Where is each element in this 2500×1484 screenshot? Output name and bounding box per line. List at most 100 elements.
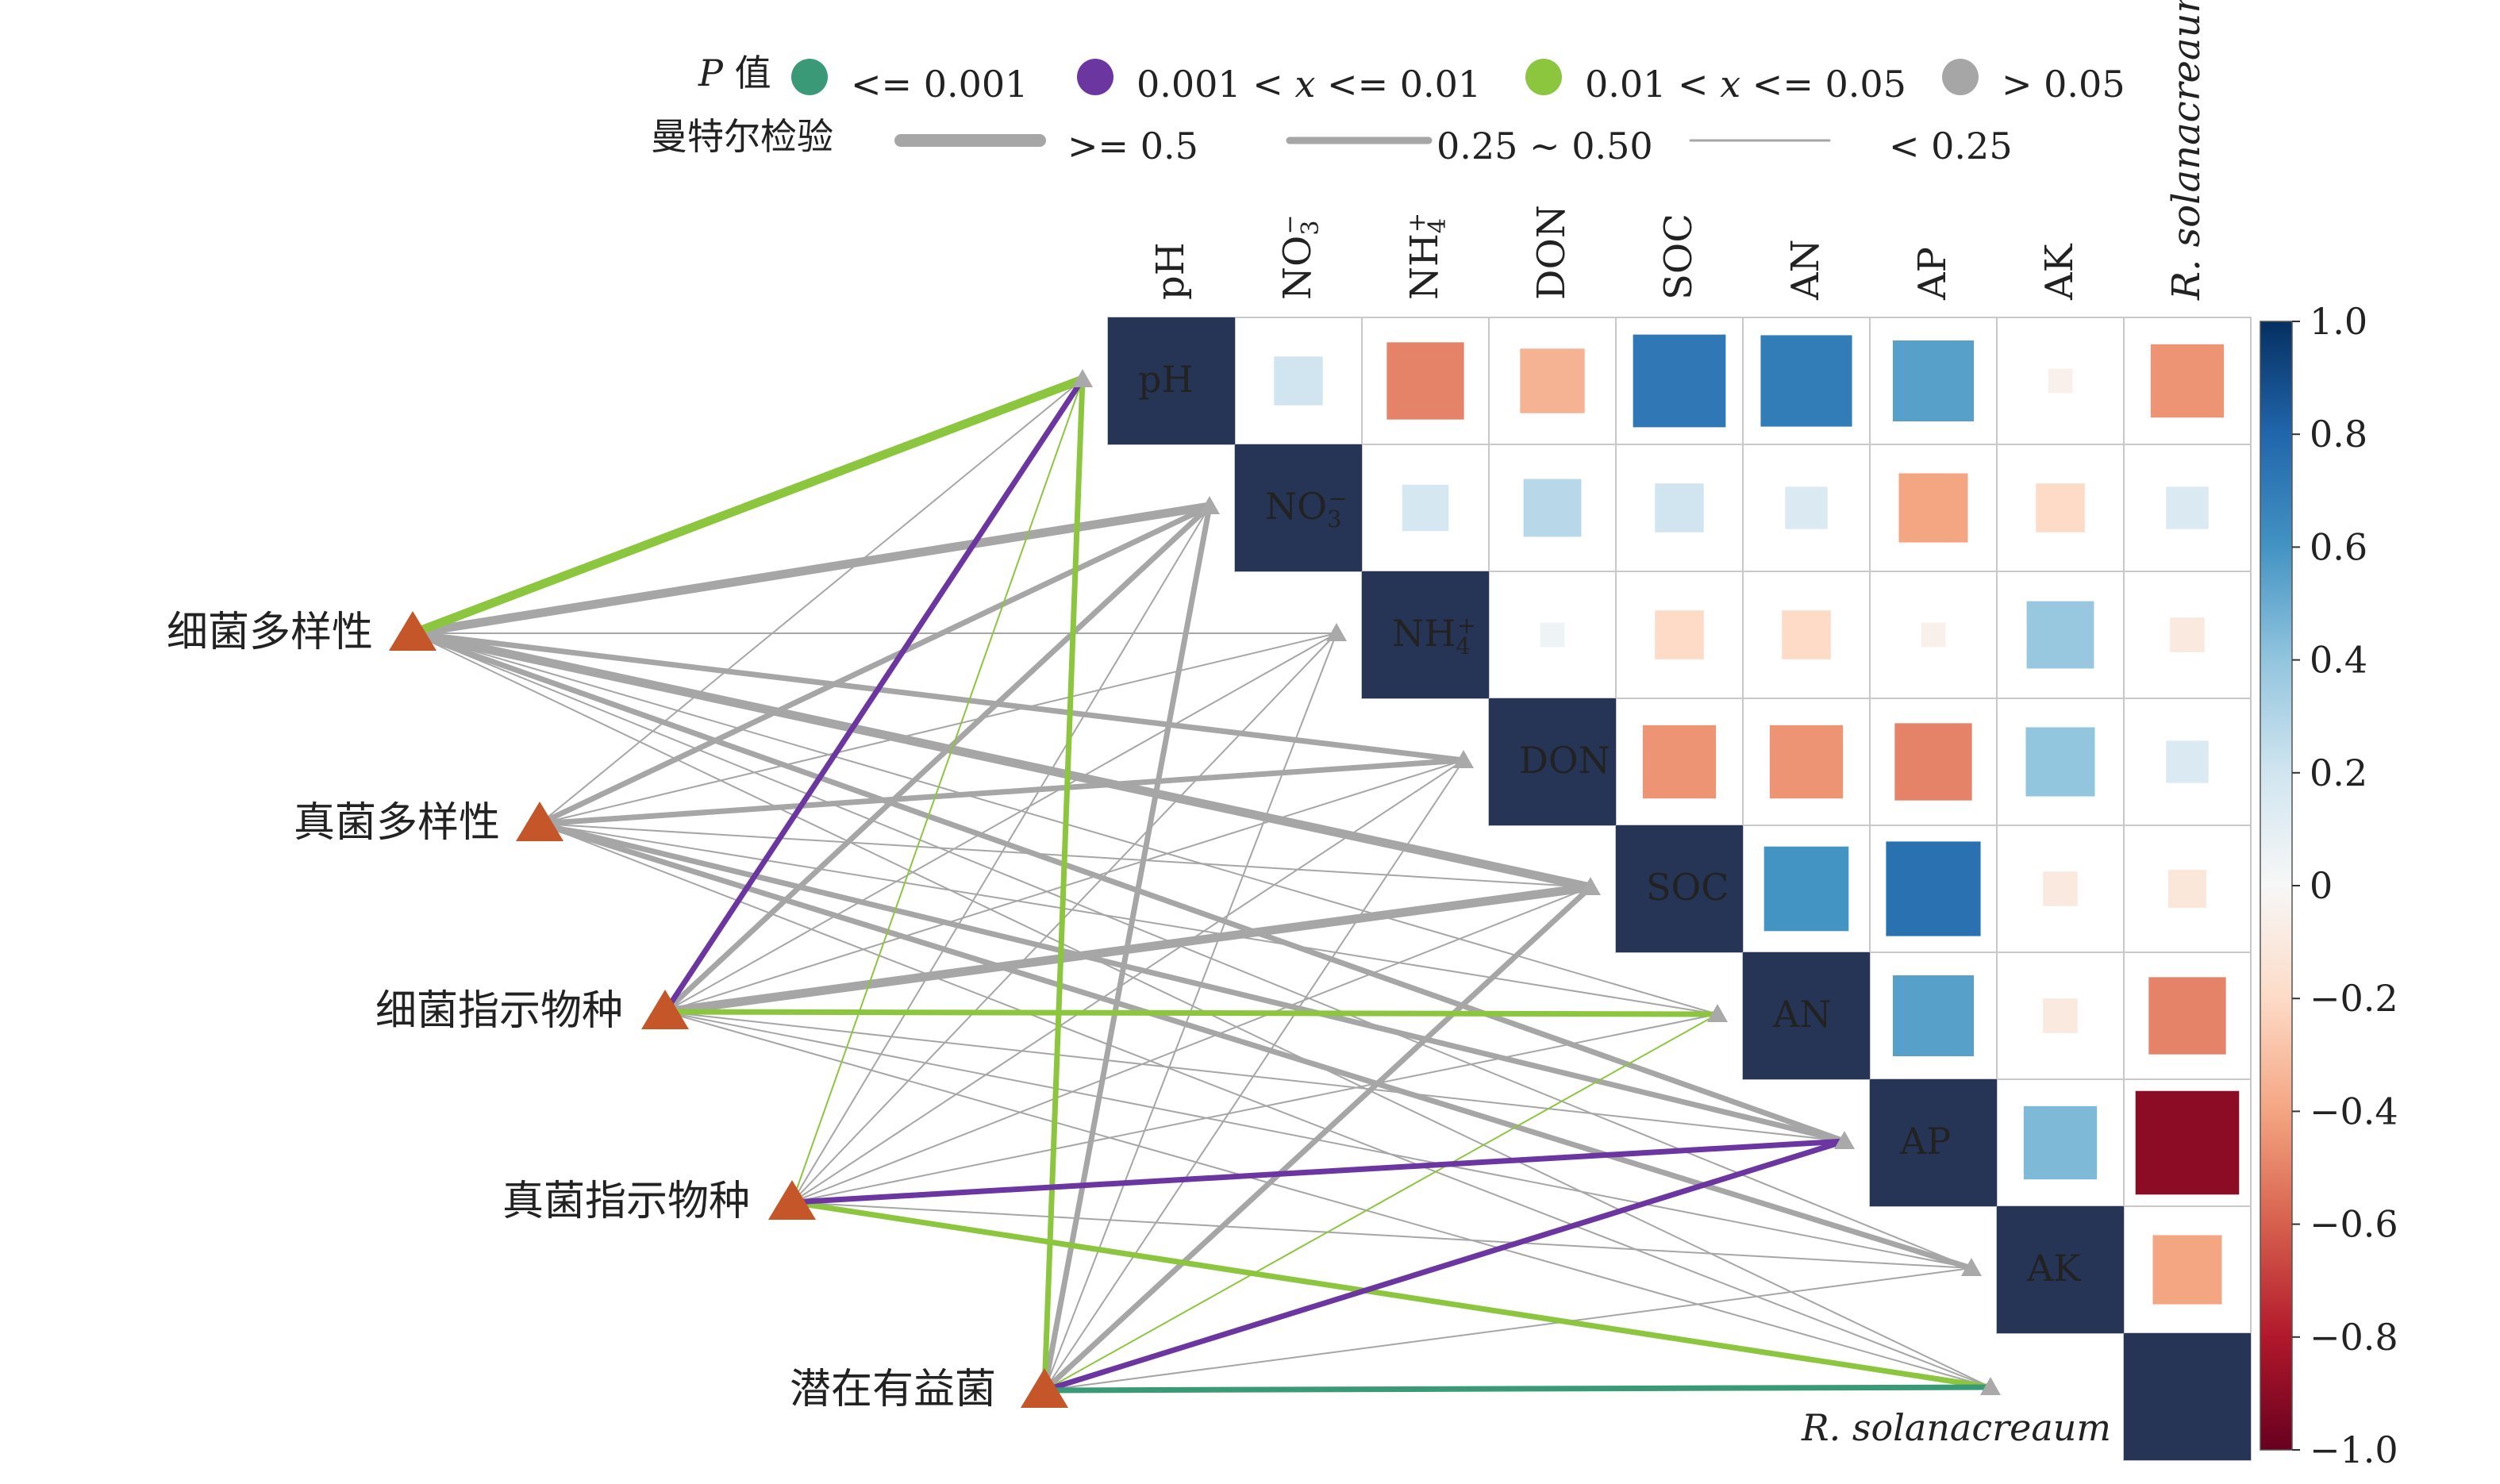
heatmap-cell xyxy=(1782,610,1831,659)
mantel-link xyxy=(664,1011,1991,1388)
group-triangle-0 xyxy=(389,611,437,651)
variable-node-marker xyxy=(1980,1377,2001,1395)
group-label-1: 真菌多样性 xyxy=(294,799,500,847)
heatmap-diagonal-cell xyxy=(2124,1333,2251,1460)
heatmap-cell xyxy=(1898,473,1968,543)
colorbar-tick-label: −1.0 xyxy=(2310,1428,2398,1471)
colorbar-tick-label: 0.4 xyxy=(2310,639,2367,682)
heatmap-cell xyxy=(2170,617,2205,652)
mantel-link xyxy=(791,506,1210,1203)
colorbar-tick-label: −0.4 xyxy=(2310,1090,2398,1132)
group-label-2: 细菌指示物种 xyxy=(375,987,623,1035)
heatmap-cell xyxy=(2152,1235,2222,1305)
colorbar-tick-label: −0.2 xyxy=(2310,977,2398,1020)
mantel-link xyxy=(1044,1013,1718,1391)
heatmap-cell xyxy=(1760,335,1852,427)
mantel-link xyxy=(664,1011,1845,1142)
heatmap-diagonal-cell xyxy=(1235,444,1362,571)
heatmap-cell xyxy=(1523,479,1582,537)
colorbar-tick-label: 0.6 xyxy=(2310,525,2367,568)
heatmap-cell xyxy=(1520,348,1585,413)
mantel-links xyxy=(408,375,1994,1394)
p-legend-label-3: > 0.05 xyxy=(2002,63,2125,106)
heatmap-diagonal-cell xyxy=(1108,317,1235,444)
mantel-link xyxy=(1041,1384,1994,1394)
mantel-link xyxy=(791,379,1083,1203)
group-label-0: 细菌多样性 xyxy=(167,609,373,656)
heatmap-cell xyxy=(2150,344,2225,418)
heatmap-cell xyxy=(2048,368,2073,394)
mantel-link xyxy=(662,503,1213,1015)
mantel-link xyxy=(791,886,1591,1203)
heatmap-diagonal-cell xyxy=(1489,698,1616,825)
mantel-legend-label-1: 0.25 ~ 0.50 xyxy=(1437,125,1653,167)
mantel-link xyxy=(1041,884,1594,1394)
colorbar-tick-label: 0 xyxy=(2310,864,2333,907)
group-triangle-3 xyxy=(768,1180,816,1220)
heatmap-diagonal-cell xyxy=(1997,1206,2124,1333)
colorbar-tick-label: 1.0 xyxy=(2310,300,2367,343)
heatmap-cell xyxy=(1402,484,1449,532)
column-label-2: NH4+ xyxy=(1402,213,1452,300)
heatmap-cell xyxy=(1892,975,1975,1057)
heatmap-cell xyxy=(1655,610,1704,659)
heatmap-cell xyxy=(2166,740,2209,783)
p-legend-swatch-0 xyxy=(791,59,828,95)
colorbar-tick-label: −0.8 xyxy=(2310,1316,2398,1359)
colorbar-tick-label: 0.2 xyxy=(2310,752,2367,794)
mantel-link xyxy=(537,821,1975,1271)
mantel-link xyxy=(662,376,1086,1015)
heatmap-diagonal-cell xyxy=(1362,571,1489,698)
column-label-4: SOC xyxy=(1656,213,1701,300)
colorbar-tick-label: 0.8 xyxy=(2310,413,2367,456)
row-label-6: AP xyxy=(1899,1120,1951,1163)
group-label-4: 潜在有益菌 xyxy=(790,1366,996,1413)
heatmap-cell xyxy=(1769,725,1844,799)
group-triangle-2 xyxy=(641,990,689,1029)
mantel-link xyxy=(789,1138,1848,1205)
column-label-3: DON xyxy=(1529,205,1574,300)
variable-node-marker xyxy=(1961,1258,1982,1276)
mantel-link xyxy=(1044,1267,1972,1391)
heatmap-diagonal-cell xyxy=(1616,825,1743,952)
colorbar-gradient xyxy=(2260,321,2293,1451)
variable-node-marker xyxy=(1453,750,1474,768)
p-legend-swatch-2 xyxy=(1525,59,1562,95)
heatmap-cell xyxy=(1894,723,1972,801)
heatmap-cell xyxy=(1642,725,1717,799)
heatmap-cell xyxy=(2043,871,2078,906)
heatmap-cell xyxy=(1886,841,1981,936)
row-label-5: AN xyxy=(1772,993,1831,1036)
heatmap-diagonal-cell xyxy=(1743,952,1870,1079)
mantel-link xyxy=(408,629,1595,892)
group-triangle-4 xyxy=(1021,1368,1068,1408)
heatmap-cell xyxy=(2023,1105,2098,1180)
mantel-link xyxy=(537,757,1467,827)
row-label-7: AK xyxy=(2026,1247,2082,1290)
row-label-1: NO3− xyxy=(1265,485,1348,532)
mantel-link xyxy=(789,1199,1994,1390)
heatmap-cell xyxy=(2043,998,2078,1033)
variable-node-marker xyxy=(1580,877,1601,895)
column-label-7: AK xyxy=(2037,243,2082,301)
column-label-0: pH xyxy=(1148,242,1193,300)
mantel-link xyxy=(408,375,1087,638)
row-label-3: DON xyxy=(1519,739,1610,782)
mantel-link xyxy=(539,632,1337,825)
mantel-legend-label-2: < 0.25 xyxy=(1889,125,2013,167)
variable-node-marker xyxy=(1834,1131,1855,1149)
p-legend-swatch-1 xyxy=(1077,59,1113,95)
mantel-link xyxy=(1041,1138,1848,1394)
column-label-6: AP xyxy=(1910,247,1955,301)
p-legend-label-0: <= 0.001 xyxy=(851,63,1028,106)
mantel-link xyxy=(1041,376,1086,1394)
group-label-3: 真菌指示物种 xyxy=(502,1178,750,1225)
heatmap-cell xyxy=(1921,622,1946,648)
heatmap-cell xyxy=(1892,340,1975,422)
heatmap-cell xyxy=(1655,483,1704,532)
row-label-8: R. solanacreaum xyxy=(1801,1406,2111,1449)
